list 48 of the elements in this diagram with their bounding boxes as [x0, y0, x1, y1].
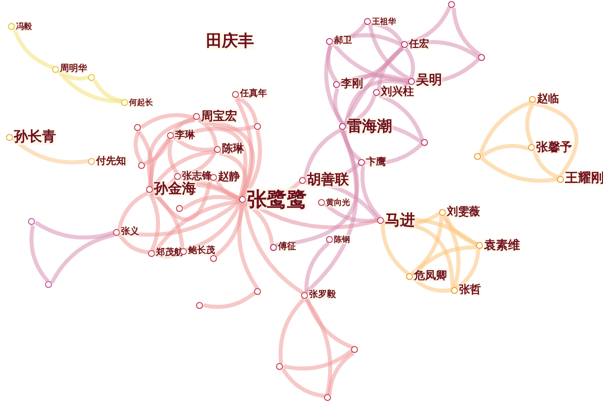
link-curve [283, 349, 353, 371]
node-dot [28, 218, 35, 225]
node-dot [478, 54, 485, 61]
link-curve [215, 179, 241, 200]
link-curve [237, 203, 260, 290]
node-dot [134, 124, 141, 131]
node-dot [254, 288, 261, 295]
link-curve [304, 298, 332, 395]
node-dot [138, 162, 145, 169]
link-curve [140, 113, 194, 130]
link-curve [242, 130, 262, 198]
link-curve [203, 291, 256, 309]
link-curve [360, 166, 382, 220]
link-curve [182, 195, 240, 210]
link-curve [532, 150, 560, 180]
link-curve [168, 138, 180, 175]
link-curve [148, 192, 160, 252]
node-dot [474, 153, 481, 160]
node-dot [421, 139, 428, 146]
node-dot [276, 363, 283, 370]
link-curve [242, 202, 304, 295]
node-dot [45, 281, 52, 288]
link-curve [144, 138, 170, 166]
person-node [232, 90, 267, 100]
link-curve [442, 215, 460, 288]
link-curve [117, 191, 149, 231]
link-curve [480, 156, 558, 183]
node-dot [88, 74, 95, 81]
link-curve [410, 216, 444, 276]
link-curve [237, 96, 258, 124]
link-curve [326, 44, 338, 83]
link-curve [342, 130, 362, 162]
node-dot [176, 205, 183, 212]
node-dot [324, 394, 331, 401]
link-curve [30, 225, 50, 283]
link-curve [34, 220, 114, 240]
link-curve [368, 24, 411, 81]
person-node [52, 64, 87, 74]
node-dot [448, 1, 455, 8]
node-dot [254, 123, 261, 130]
link-curve [324, 44, 344, 125]
link-curve [118, 234, 150, 254]
node-dot [210, 255, 217, 262]
node-dot [351, 346, 358, 353]
node-dot [196, 302, 203, 309]
link-curve [404, 47, 415, 80]
link-curve [134, 130, 144, 164]
link-curve [137, 130, 154, 188]
